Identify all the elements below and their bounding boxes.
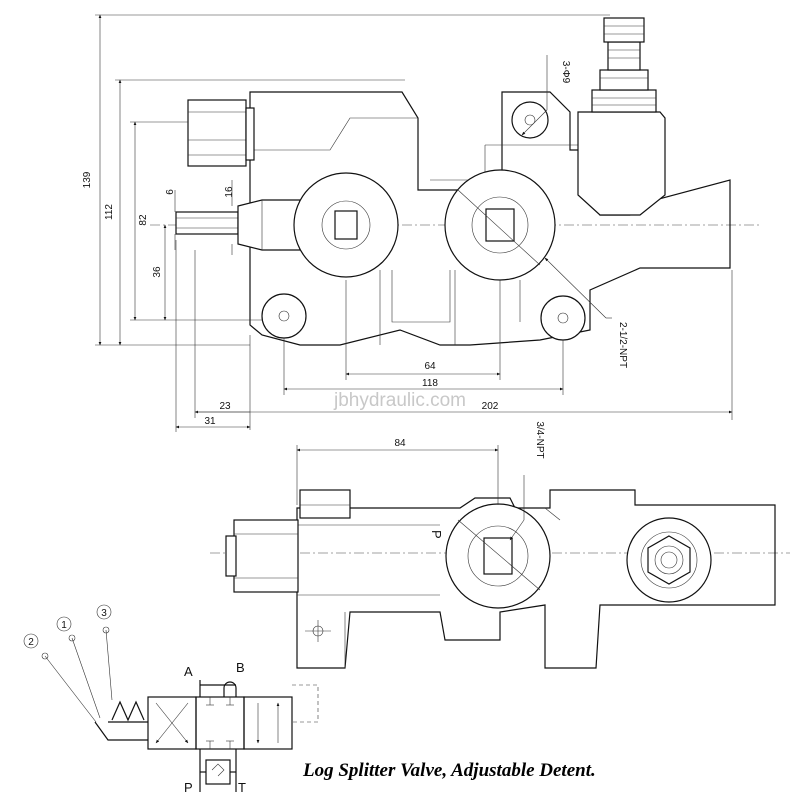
port-b-label: B [236,660,245,675]
watermark: jbhydraulic.com [333,390,466,411]
dim-width-202: 202 [482,401,499,412]
callout-3: 3 [101,608,107,619]
dim-dia-16: 16 [224,186,235,198]
dim-inlet-port: 3/4-NPT [534,421,545,458]
dim-port-size: 2-1/2-NPT [617,322,628,368]
drawing-caption: Log Splitter Valve, Adjustable Detent. [302,760,596,781]
dim-width-118: 118 [422,378,438,389]
dim-offset-23: 23 [219,401,231,412]
dim-height-82: 82 [138,214,149,226]
dim-width-64: 64 [424,361,436,372]
dim-height-112: 112 [104,204,115,220]
dim-width-84: 84 [394,438,406,449]
dim-dia-6: 6 [165,189,176,195]
dim-holes-3-phi-9: 3-Φ9 [560,61,571,84]
callout-1: 1 [61,620,67,631]
port-t-label: T [238,780,246,795]
dim-offset-31: 31 [204,416,216,427]
callout-2: 2 [28,637,34,648]
dim-overall-height: 139 [82,171,93,188]
pressure-port-label: P [429,530,444,539]
top-view: 139 112 82 36 6 16 3-Φ9 2-1/2-NPT 64 118 [82,14,760,432]
hydraulic-schematic: 2 1 3 A [23,604,319,795]
side-view: 84 3/4-NPT P [210,421,790,669]
port-a-label: A [184,664,193,679]
dim-height-36: 36 [152,266,163,278]
port-p-label: P [184,780,193,795]
